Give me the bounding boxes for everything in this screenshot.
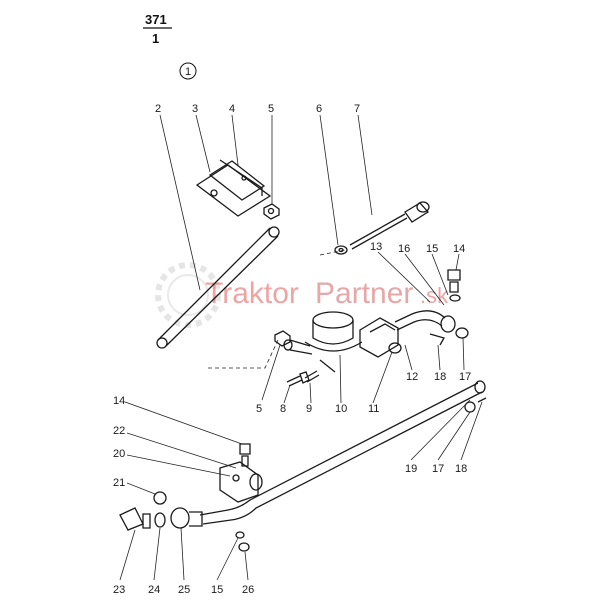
part-cover-plate (195, 159, 272, 217)
callout-4: 4 (229, 103, 235, 115)
callout-17-right: 17 (459, 371, 471, 383)
part-bracket (219, 443, 263, 503)
callout-22: 22 (113, 425, 125, 437)
part-long-pipe (199, 380, 486, 525)
part-washer (334, 245, 348, 255)
part-plug-top (447, 269, 461, 293)
callout-12: 12 (406, 371, 418, 383)
callout-8: 8 (280, 403, 286, 415)
leader-lines (119, 114, 483, 581)
callout-19: 19 (405, 463, 417, 475)
callout-labels: 2 3 4 5 6 7 13 16 15 14 12 18 17 5 8 9 1… (113, 103, 471, 596)
watermark-text-second: Partner (315, 277, 413, 310)
part-fitting (119, 507, 203, 531)
part-pipe (156, 226, 280, 349)
callout-5-left: 5 (256, 403, 262, 415)
part-nut-left (274, 330, 291, 347)
part-washer-15-top (449, 294, 461, 302)
part-valve-block (359, 317, 402, 358)
part-nut-26 (238, 542, 250, 552)
callout-10: 10 (335, 403, 347, 415)
part-ring-21 (153, 491, 167, 505)
callout-6: 6 (316, 103, 322, 115)
part-clamp-17-right (455, 327, 469, 339)
callout-14-lower: 14 (113, 395, 125, 407)
assembly-circle (179, 62, 197, 80)
part-clip-18-right (429, 333, 445, 346)
callout-9: 9 (306, 403, 312, 415)
callout-17-lower: 17 (432, 463, 444, 475)
callout-26: 26 (242, 584, 254, 596)
callout-14-top: 14 (453, 243, 465, 255)
callout-2: 2 (155, 103, 161, 115)
part-upper-tube (394, 310, 456, 333)
sheet-number: 1 (152, 31, 159, 46)
watermark-text-main: Traktor (205, 277, 299, 310)
callout-18-right: 18 (434, 371, 446, 383)
callout-13: 13 (370, 241, 382, 253)
callout-16: 16 (398, 243, 410, 255)
part-regulator-body (283, 311, 363, 373)
callout-18-lower: 18 (455, 463, 467, 475)
callout-24: 24 (148, 584, 160, 596)
part-washer-15-lower (235, 531, 245, 539)
callout-7: 7 (354, 103, 360, 115)
watermark-text-suffix: .sk (420, 283, 449, 308)
part-clip-18-lower (477, 397, 487, 403)
part-nut-top (263, 203, 280, 220)
callout-20: 20 (113, 448, 125, 460)
callout-3: 3 (192, 103, 198, 115)
callout-15-top: 15 (426, 243, 438, 255)
callout-15-lower: 15 (211, 584, 223, 596)
callout-11: 11 (368, 403, 379, 415)
part-bolts (286, 370, 320, 387)
callout-21: 21 (113, 477, 125, 489)
callout-5-top: 5 (268, 103, 274, 115)
part-valve-stem (349, 201, 430, 250)
assembly-number: 1 (185, 66, 191, 78)
callout-25: 25 (178, 584, 190, 596)
callout-23: 23 (113, 584, 125, 596)
group-number: 371 (145, 12, 167, 27)
